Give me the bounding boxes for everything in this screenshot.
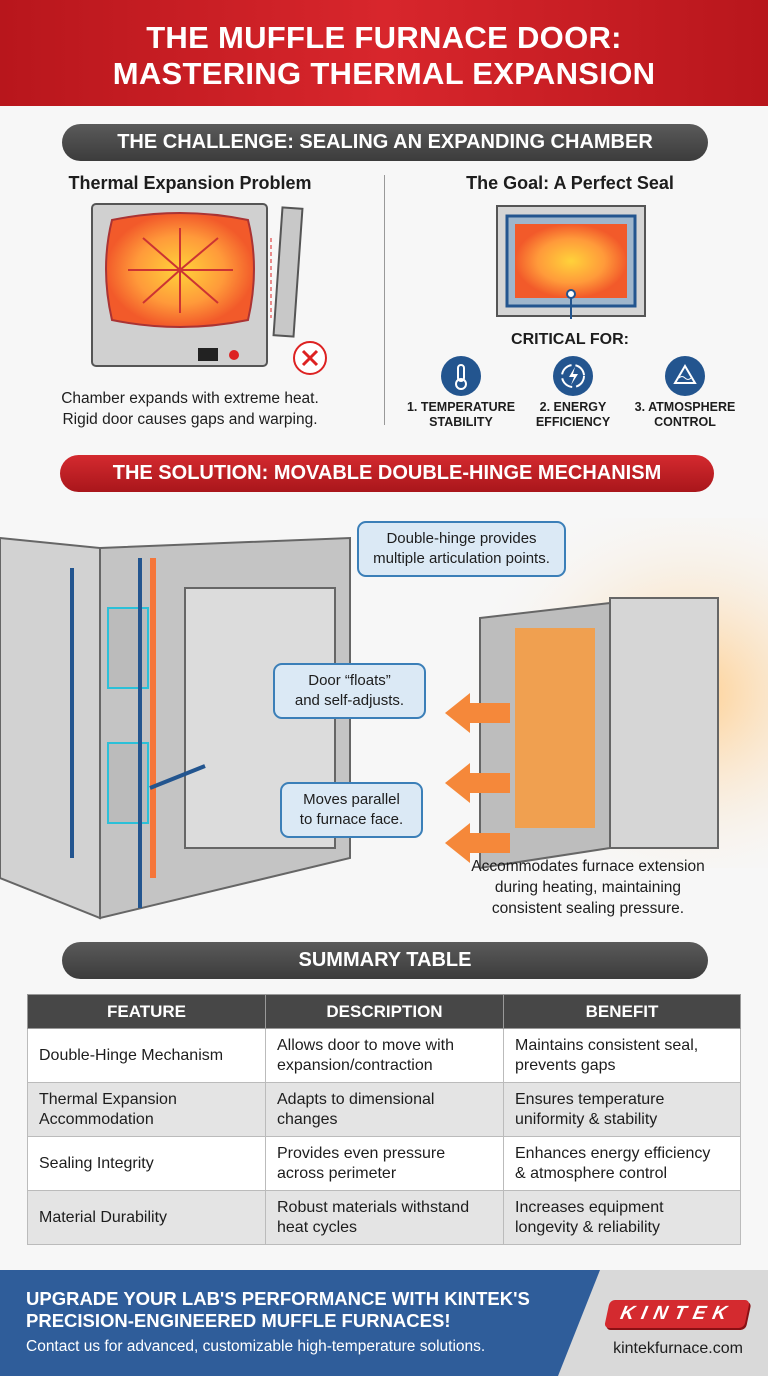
header-description: DESCRIPTION <box>265 994 504 1029</box>
perfect-seal-illustration <box>496 205 646 319</box>
footer-banner: UPGRADE YOUR LAB'S PERFORMANCE WITH KINT… <box>0 1270 768 1376</box>
callout-floats: Door “floats”and self-adjusts. <box>273 663 426 719</box>
cell: Sealing Integrity <box>27 1136 266 1191</box>
energy-bolt-icon <box>553 356 593 396</box>
thermometer-icon <box>441 356 481 396</box>
left-caption-line-1: Chamber expands with extreme heat. <box>61 390 319 407</box>
footer-url[interactable]: kintekfurnace.com <box>613 1340 743 1357</box>
header-banner: THE MUFFLE FURNACE DOOR: MASTERING THERM… <box>0 0 768 106</box>
panel-divider <box>384 175 385 425</box>
double-hinge-illustration <box>0 518 768 920</box>
right-panel-title: The Goal: A Perfect Seal <box>466 173 674 193</box>
footer-subtext: Contact us for advanced, customizable hi… <box>26 1338 486 1355</box>
cell: Double-Hinge Mechanism <box>27 1028 266 1083</box>
left-caption-line-2: Rigid door causes gaps and warping. <box>62 411 318 428</box>
cell: Enhances energy efficiency& atmosphere c… <box>503 1136 741 1191</box>
header-benefit: BENEFIT <box>503 994 741 1029</box>
kintek-logo: KINTEK <box>604 1300 750 1328</box>
summary-section-bar: SUMMARY TABLE <box>62 942 708 979</box>
critical-for-label: CRITICAL FOR: <box>511 331 629 348</box>
footer-headline: UPGRADE YOUR LAB'S PERFORMANCE WITH KINT… <box>26 1288 530 1331</box>
solution-section-bar: THE SOLUTION: MOVABLE DOUBLE-HINGE MECHA… <box>60 455 714 492</box>
title-line-2: MASTERING THERMAL EXPANSION <box>112 56 656 91</box>
left-caption: Chamber expands with extreme heat. Rigid… <box>30 388 350 430</box>
challenge-section-bar: THE CHALLENGE: SEALING AN EXPANDING CHAM… <box>62 124 708 161</box>
cell: Maintains consistent seal,prevents gaps <box>503 1028 741 1083</box>
header-feature: FEATURE <box>27 994 266 1029</box>
left-panel-title: Thermal Expansion Problem <box>68 173 312 193</box>
cell: Material Durability <box>27 1190 266 1245</box>
atmosphere-cycle-icon <box>665 356 705 396</box>
title-line-1: THE MUFFLE FURNACE DOOR: <box>146 20 622 55</box>
expanding-chamber-illustration <box>91 203 327 375</box>
